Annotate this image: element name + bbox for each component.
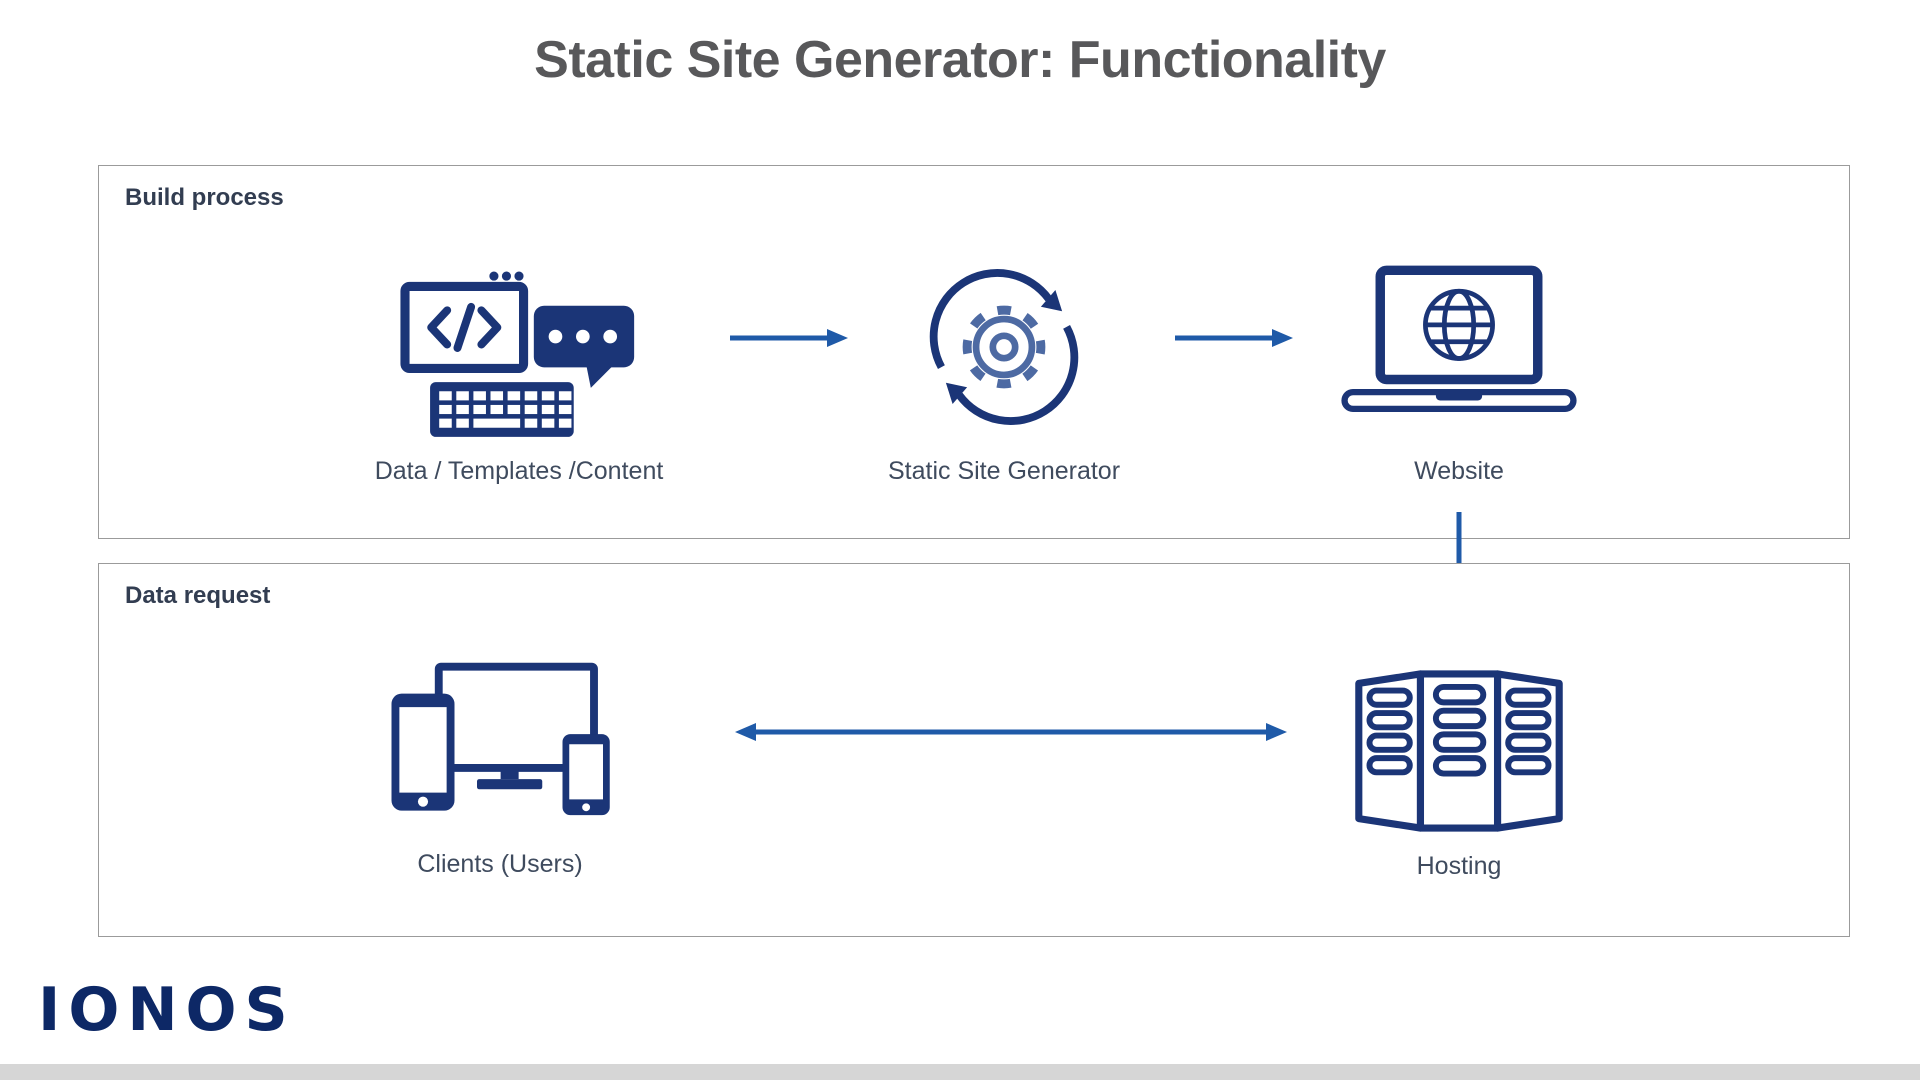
website-label: Website [1414,457,1504,485]
ionos-logo: IONOS [38,975,296,1045]
arrow-content-to-generator-icon [730,329,848,347]
clients-label: Clients (Users) [417,850,583,878]
page-title: Static Site Generator: Functionality [534,31,1386,89]
hosting-icon [1355,670,1563,832]
smartphone-icon [391,693,455,811]
cycle-arrows-icon [929,269,1079,425]
static-site-generator-icon [929,269,1079,425]
keyboard-icon [430,382,574,437]
build-process-heading: Build process [125,184,284,211]
globe-icon [1423,288,1495,361]
generator-label: Static Site Generator [887,457,1121,485]
data-request-heading: Data request [125,582,271,609]
code-brackets-icon [427,302,502,352]
arrow-generator-to-website-icon [1175,329,1293,347]
content-label: Data / Templates /Content [374,457,664,485]
website-icon [1341,265,1577,413]
hosting-label: Hosting [1416,852,1502,880]
arrow-clients-hosting-icon [735,723,1287,741]
clients-icon [391,662,610,816]
code-window-icon [400,271,529,374]
window-dots-icon [489,271,524,281]
server-slots-icon [1366,684,1552,777]
gear-icon [962,305,1046,389]
tablet-icon [562,734,610,816]
chat-bubble-icon [533,305,635,388]
content-icon [400,271,635,437]
page-bottom-strip [0,1064,1920,1080]
